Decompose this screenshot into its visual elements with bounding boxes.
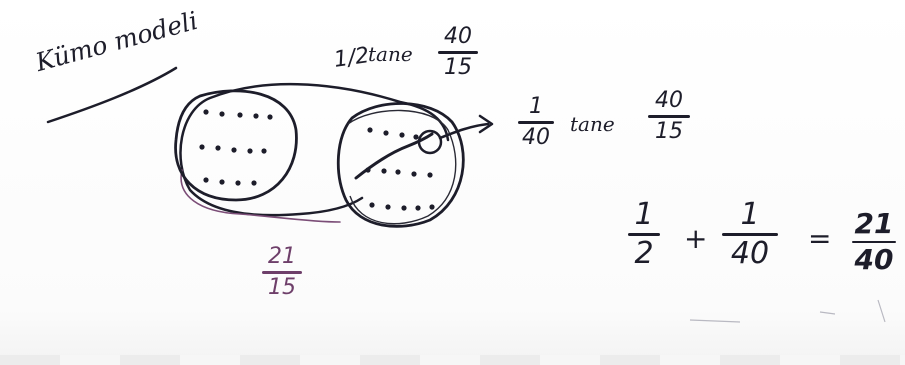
bottom-purple-fraction: 21 15 [262,246,302,299]
top-value-bar [438,51,478,54]
title-underline [48,68,176,122]
top-value-num: 40 [438,26,478,48]
arrow-value-num: 40 [648,90,690,112]
top-word: tane [368,42,413,66]
arrow-value-fraction: 40 15 [648,90,690,143]
result-num: 21 [852,210,896,238]
equation-term1: 1 2 [628,200,660,269]
equation-result: 21 40 [852,210,896,274]
arrow-value-bar [648,115,690,118]
plus-sign: + [684,222,707,255]
arrow-fraction-den: 40 [518,127,554,149]
top-fraction-text: 1/2 [333,46,364,72]
left-dots [199,109,272,185]
page-bottom-edge [0,355,905,365]
result-den: 40 [852,246,896,274]
top-value-den: 15 [438,57,478,79]
equation-term2: 1 40 [722,200,778,269]
arrow-value-den: 15 [648,121,690,143]
bottom-den: 15 [262,277,302,299]
arrow-fraction-num: 1 [518,96,554,118]
arrow-word: tane [570,112,615,136]
term2-den: 40 [722,239,778,269]
top-value-fraction: 40 15 [438,26,478,79]
term1-num: 1 [628,200,660,230]
faint-pencil-marks [690,300,885,322]
bottom-bar [262,271,302,274]
term1-den: 2 [628,239,660,269]
bottom-num: 21 [262,246,302,268]
arrow-fraction-bar [518,121,554,124]
arrow-fraction: 1 40 [518,96,554,149]
term2-num: 1 [722,200,778,230]
equals-sign: = [808,222,831,255]
top-fraction: 1/2 [333,46,364,72]
